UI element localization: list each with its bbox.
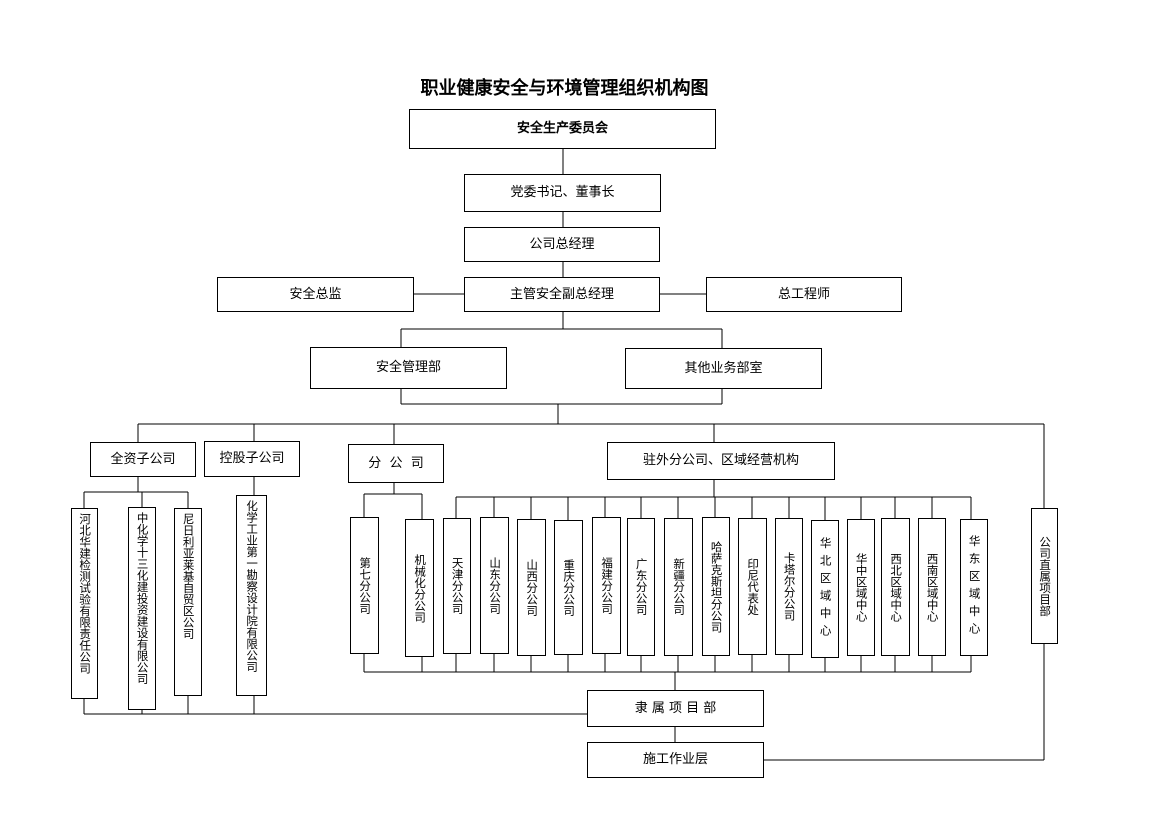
unit-east-china-box: 华东区域中心 <box>960 519 988 656</box>
unit-northwest-box: 西北区域中心 <box>881 518 910 656</box>
unit-fujian-box: 福建分公司 <box>592 517 621 654</box>
chart-title: 职业健康安全与环境管理组织机构图 <box>420 78 709 99</box>
branch-mechanized-box: 机械化分公司 <box>405 519 434 657</box>
subsidiary-13th-chem-box: 中化学十三化建投资建设有限公司 <box>128 507 156 710</box>
overseas-branch-box: 驻外分公司、区域经营机构 <box>607 442 835 480</box>
party-secretary-chairman-box: 党委书记、董事长 <box>464 174 661 212</box>
wholly-owned-sub-box: 全资子公司 <box>90 442 196 477</box>
affiliated-projects-box: 隶 属 项 目 部 <box>587 690 764 727</box>
chief-engineer-box: 总工程师 <box>706 277 902 312</box>
unit-central-china-box: 华中区域中心 <box>847 519 875 656</box>
unit-north-china-box: 华北区域中心 <box>811 520 839 658</box>
subsidiary-hebei-box: 河北华建检测试验有限责任公司 <box>71 508 98 699</box>
unit-tianjin-box: 天津分公司 <box>443 518 471 654</box>
unit-xinjiang-box: 新疆分公司 <box>664 518 693 656</box>
safety-dept-box: 安全管理部 <box>310 347 507 389</box>
deputy-gm-safety-box: 主管安全副总经理 <box>464 277 660 312</box>
construction-layer-box: 施工作业层 <box>587 742 764 778</box>
unit-shandong-box: 山东分公司 <box>480 517 509 654</box>
subsidiary-nigeria-box: 尼日利亚莱基自贸区公司 <box>174 508 202 696</box>
holding-sub-box: 控股子公司 <box>204 441 300 477</box>
other-depts-box: 其他业务部室 <box>625 348 822 389</box>
safety-committee-box: 安全生产委员会 <box>409 109 716 149</box>
unit-kazakhstan-box: 哈萨克斯坦分公司 <box>702 517 730 656</box>
safety-director-box: 安全总监 <box>217 277 414 312</box>
unit-chongqing-box: 重庆分公司 <box>554 520 583 655</box>
unit-qatar-box: 卡塔尔分公司 <box>775 518 803 655</box>
unit-indonesia-box: 印尼代表处 <box>738 518 767 655</box>
direct-projects-box: 公司直属项目部 <box>1031 508 1058 644</box>
unit-guangdong-box: 广东分公司 <box>627 518 655 656</box>
unit-shanxi-box: 山西分公司 <box>517 519 546 656</box>
unit-southwest-box: 西南区域中心 <box>918 518 946 656</box>
holding-design-institute-box: 化学工业第一勘察设计院有限公司 <box>236 495 267 696</box>
general-manager-box: 公司总经理 <box>464 227 660 262</box>
branch-7th-box: 第七分公司 <box>350 517 379 654</box>
branch-company-box: 分 公 司 <box>348 444 444 483</box>
